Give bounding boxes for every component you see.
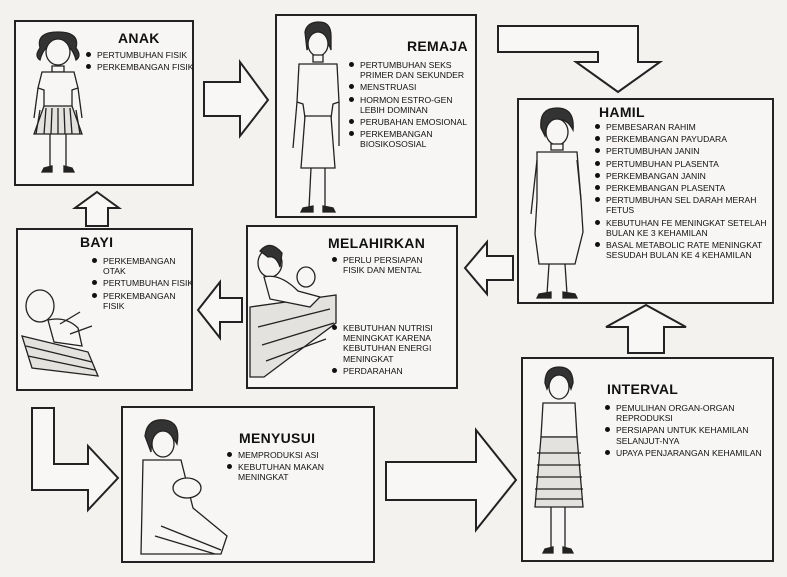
mother-in-bed-illustration — [249, 244, 337, 378]
list-item: PERKEMBANGAN FISIK — [92, 291, 194, 311]
bayi-box: BAYI PERKEMBANGAN OTAK PERTUMBUHAN FISIK… — [16, 228, 193, 391]
list-item: PERSIAPAN UNTUK KEHAMILAN SELANJUT-NYA — [605, 425, 765, 446]
list-item: HORMON ESTRO-GEN LEBIH DOMINAN — [349, 95, 475, 115]
list-item: PERKEMBANGAN PAYUDARA — [595, 134, 773, 144]
list-item: UPAYA PENJARANGAN KEHAMILAN — [605, 448, 765, 458]
list-item: BASAL METABOLIC RATE MENINGKAT SESUDAH B… — [595, 240, 773, 260]
remaja-title: REMAJA — [407, 38, 468, 54]
list-item: PERTUMBUHAN FISIK — [92, 278, 194, 288]
list-item: PERDARAHAN — [332, 366, 456, 376]
interval-list: PEMULIHAN ORGAN-ORGAN REPRODUKSI PERSIAP… — [605, 403, 765, 460]
list-item: PERTUMBUHAN FISIK — [86, 50, 194, 60]
arrow-hamil-to-melahirkan — [463, 239, 514, 297]
list-item: PERKEMBANGAN PLASENTA — [595, 183, 773, 193]
child-illustration — [33, 31, 83, 173]
melahirkan-title: MELAHIRKAN — [328, 235, 426, 251]
anak-list: PERTUMBUHAN FISIK PERKEMBANGAN FISIK — [86, 50, 194, 74]
hamil-title: HAMIL — [599, 104, 645, 120]
anak-title: ANAK — [118, 30, 160, 46]
bayi-list: PERKEMBANGAN OTAK PERTUMBUHAN FISIK PERK… — [92, 256, 194, 313]
arrow-melahirkan-to-bayi — [196, 279, 243, 341]
list-item: PERLU PERSIAPAN FISIK DAN MENTAL — [332, 255, 446, 275]
list-item: MEMPRODUKSI ASI — [227, 450, 357, 460]
list-item: PERTUMBUHAN SEKS PRIMER DAN SEKUNDER — [349, 60, 475, 80]
list-item: PERTUMBUHAN JANIN — [595, 146, 773, 156]
arrow-interval-to-hamil — [605, 303, 687, 354]
list-item: PERKEMBANGAN FISIK — [86, 62, 194, 72]
list-item: KEBUTUHAN MAKAN MENINGKAT — [227, 462, 357, 482]
list-item: PERTUMBUHAN SEL DARAH MERAH FETUS — [595, 195, 773, 215]
list-item: KEBUTUHAN NUTRISI MENINGKAT KARENA KEBUT… — [332, 323, 456, 364]
remaja-list: PERTUMBUHAN SEKS PRIMER DAN SEKUNDER MEN… — [349, 60, 475, 152]
menyusui-list: MEMPRODUKSI ASI KEBUTUHAN MAKAN MENINGKA… — [227, 450, 357, 485]
arrow-bayi-to-menyusui — [31, 407, 120, 513]
hamil-list: PEMBESARAN RAHIM PERKEMBANGAN PAYUDARA P… — [595, 122, 773, 262]
baby-illustration — [21, 289, 100, 377]
list-item: PERKEMBANGAN JANIN — [595, 171, 773, 181]
menyusui-title: MENYUSUI — [239, 430, 316, 446]
melahirkan-list-bottom: KEBUTUHAN NUTRISI MENINGKAT KARENA KEBUT… — [332, 323, 456, 378]
list-item: PEMBESARAN RAHIM — [595, 122, 773, 132]
teen-girl-illustration — [292, 21, 340, 213]
arrow-menyusui-to-interval — [385, 427, 518, 533]
list-item: PERKEMBANGAN OTAK — [92, 256, 194, 276]
list-item: PERUBAHAN EMOSIONAL — [349, 117, 475, 127]
list-item: PERTUMBUHAN PLASENTA — [595, 159, 773, 169]
bayi-title: BAYI — [80, 234, 114, 250]
remaja-box: REMAJA PERTUMBUHAN SEKS PRIMER DAN SEKUN… — [275, 14, 477, 218]
interval-box: INTERVAL PEMULIHAN ORGAN-ORGAN REPRODUKS… — [521, 357, 774, 562]
list-item: PEMULIHAN ORGAN-ORGAN REPRODUKSI — [605, 403, 765, 423]
list-item: PERKEMBANGAN BIOSIKOSOSIAL — [349, 129, 475, 149]
melahirkan-list-top: PERLU PERSIAPAN FISIK DAN MENTAL — [332, 255, 446, 277]
menyusui-box: MENYUSUI MEMPRODUKSI ASI KEBUTUHAN MAKAN… — [121, 406, 375, 563]
interval-title: INTERVAL — [607, 381, 679, 397]
woman-standing-illustration — [534, 366, 584, 554]
list-item: MENSTRUASI — [349, 82, 475, 92]
arrow-anak-to-remaja — [203, 58, 270, 139]
arrow-bayi-to-anak — [71, 190, 123, 227]
hamil-box: HAMIL PEMBESARAN RAHIM PERKEMBANGAN PAYU… — [517, 98, 774, 304]
breastfeeding-mother-illustration — [140, 419, 228, 555]
melahirkan-box: MELAHIRKAN PERLU PERSIAPAN FISIK DAN MEN… — [246, 225, 458, 389]
arrow-remaja-to-hamil — [497, 25, 664, 94]
anak-box: ANAK PERTUMBUHAN FISIK PERKEMBANGAN FISI… — [14, 20, 194, 186]
pregnant-woman-illustration — [530, 107, 584, 299]
list-item: KEBUTUHAN Fe MENINGKAT SETELAH BULAN KE … — [595, 218, 773, 238]
